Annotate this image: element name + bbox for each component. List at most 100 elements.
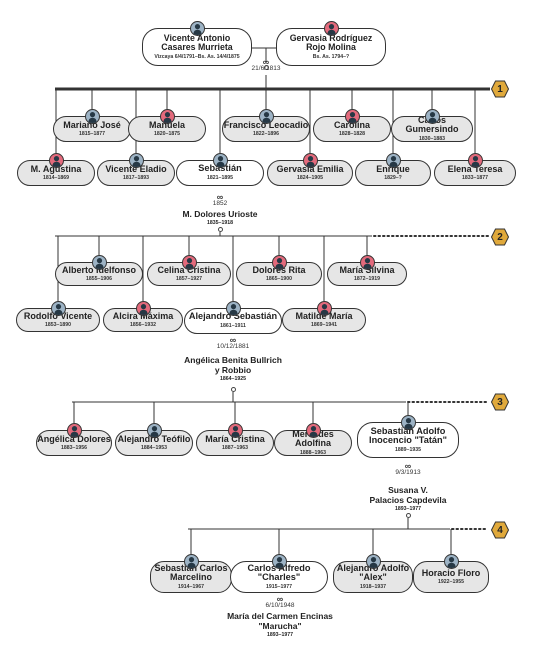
person-name: Angélica Dolores <box>37 433 111 444</box>
person-name: Vicente Eladio <box>105 163 167 174</box>
female-person-icon <box>227 422 243 438</box>
marriage-symbol: ∞ <box>262 57 270 67</box>
marriage-date: 6/10/1948 <box>265 602 295 609</box>
person-name: Mariano José <box>63 119 121 130</box>
female-person-icon <box>316 300 332 316</box>
person-name: Sebastián Adolfo Inocencio "Tatán" <box>369 425 447 446</box>
male-person-icon <box>128 152 144 168</box>
person-name: Gervasia Rodríguez Rojo Molina <box>289 33 373 53</box>
person-dates: 1883–1956 <box>61 444 87 451</box>
person-dates: Bs. As. 1794–? <box>312 53 350 60</box>
male-person-icon <box>84 108 100 124</box>
spouse-name-text: Angélica Benita Bullrich y Robbio <box>184 355 282 375</box>
person-name: Vicente Antonio Casares Murrieta <box>161 33 233 53</box>
person-name: Dolores Rita <box>252 264 306 275</box>
person-dates: 1865–1900 <box>266 275 292 282</box>
person-dates: 1857–1927 <box>176 275 202 282</box>
person-dates: 1884–1953 <box>141 444 167 451</box>
spouse-name: María del Carmen Encinas "Marucha"1893–1… <box>200 611 360 639</box>
marriage-date: 21/6/1813 <box>251 65 281 72</box>
male-person-icon <box>50 300 66 316</box>
person-name: Francisco Leocadio <box>223 119 309 130</box>
person-dates: 1817–1893 <box>123 174 149 181</box>
person-name: Celina Cristina <box>157 264 221 275</box>
person-dates: 1888–1963 <box>300 449 326 456</box>
person-dates: 1830–1883 <box>419 135 445 142</box>
person-name: Carlos Alfredo "Charles" <box>247 562 311 583</box>
female-person-icon <box>359 254 375 270</box>
female-person-icon <box>181 254 197 270</box>
generation-number: 4 <box>497 524 503 536</box>
female-person-icon <box>66 422 82 438</box>
spouse-dates: 1835–1918 <box>207 219 233 226</box>
person-dates: 1914–1967 <box>178 583 204 590</box>
female-person-icon <box>271 254 287 270</box>
person-dates: 1855–1906 <box>86 275 112 282</box>
person-name: Gervasia Emilia <box>276 163 344 174</box>
person-name: M. Agustina <box>30 163 82 174</box>
person-dates: 1889–1935 <box>395 446 421 453</box>
spouse-dates: 1893–1977 <box>395 505 421 512</box>
person-dates: 1824–1905 <box>297 174 323 181</box>
person-dates: 1922–1955 <box>438 578 464 585</box>
generation-number: 3 <box>497 396 503 408</box>
person-dates: 1853–1890 <box>45 321 71 328</box>
person-dates: 1828–1828 <box>339 130 365 137</box>
marriage-ring-icon <box>263 64 269 70</box>
generation-number: 2 <box>497 231 503 243</box>
person-dates: 1822–1896 <box>253 130 279 137</box>
person-name: Elena Teresa <box>447 163 503 174</box>
generation-badge: 4 <box>490 521 510 539</box>
male-person-icon <box>146 422 162 438</box>
generation-badge: 1 <box>490 80 510 98</box>
male-person-icon <box>385 152 401 168</box>
person-name: Sebastián Carlos Marcelino <box>154 562 228 583</box>
spouse-dates: 1864–1925 <box>220 375 246 382</box>
person-name: Sebastián <box>198 163 242 174</box>
male-person-icon <box>91 254 107 270</box>
person-dates: Vizcaya 6/4/1791–Bs. As. 14/4/1875 <box>154 53 240 60</box>
person-dates: 1815–1877 <box>79 130 105 137</box>
person-name: Matilde María <box>295 310 353 321</box>
person-dates: 1861–1911 <box>220 323 246 330</box>
marriage-ring-icon <box>405 512 411 518</box>
marriage-date: 10/12/1881 <box>216 343 250 350</box>
person-name: Alejandro Sebastián <box>188 311 278 322</box>
male-person-icon <box>424 108 440 124</box>
person-dates: 1856–1932 <box>130 321 156 328</box>
male-person-icon <box>258 108 274 124</box>
person-name: Carolina <box>333 119 370 130</box>
male-person-icon <box>443 553 459 569</box>
person-dates: 1833–1877 <box>462 174 488 181</box>
generation-badge: 2 <box>490 228 510 246</box>
male-person-icon <box>212 152 228 168</box>
person-dates: 1869–1941 <box>311 321 337 328</box>
male-person-icon <box>183 553 199 569</box>
person-name: María Silvina <box>339 264 395 275</box>
person-name: Alcira Máxima <box>112 310 174 321</box>
person-dates: 1820–1875 <box>154 130 180 137</box>
spouse-name-text: María del Carmen Encinas "Marucha" <box>227 611 333 631</box>
person-dates: 1821–1895 <box>207 175 233 182</box>
person-name: Alejandro Adolfo "Alex" <box>336 562 410 583</box>
marriage-symbol: ∞ <box>404 461 412 471</box>
male-person-icon <box>271 553 287 569</box>
female-person-icon <box>305 422 321 438</box>
person-name: Alejandro Teófilo <box>117 433 191 444</box>
generation-badge: 3 <box>490 393 510 411</box>
marriage-date: 9/3/1913 <box>395 469 421 476</box>
female-person-icon <box>344 108 360 124</box>
person-name: Rodolfo Vicente <box>23 310 93 321</box>
spouse-dates: 1893–1977 <box>267 631 293 638</box>
female-person-icon <box>323 20 339 36</box>
